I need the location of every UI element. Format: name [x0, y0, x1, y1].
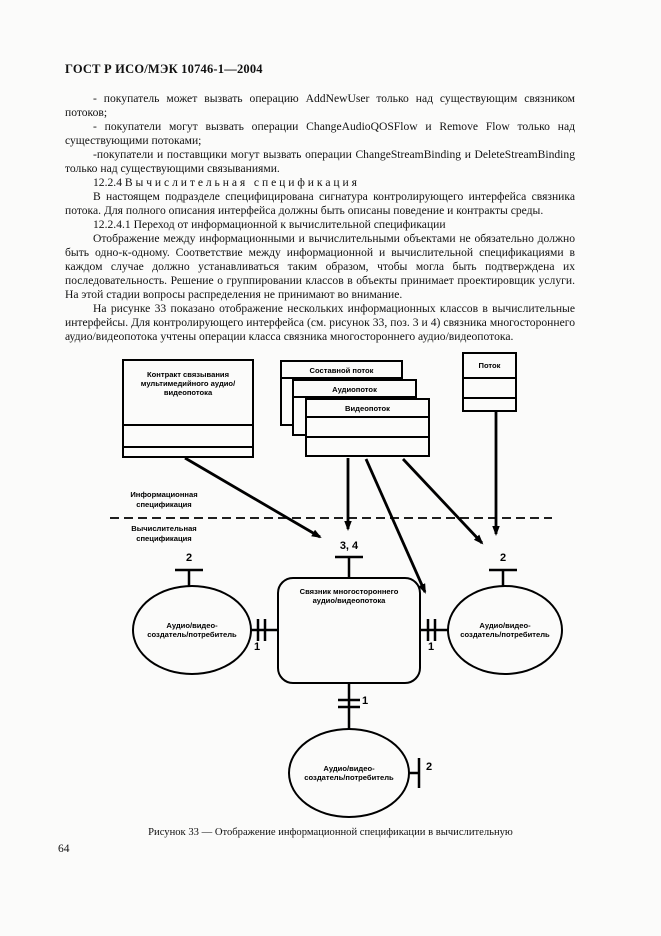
- binder-object: Связник многостороннего аудио/видеопоток…: [277, 577, 421, 684]
- paragraph: - покупатели могут вызвать операции Chan…: [65, 120, 575, 147]
- figure-33: Контракт связывания мультимедийного ауди…: [0, 350, 661, 870]
- class-box-divider: [282, 377, 401, 379]
- interface-label-2-right: 2: [499, 552, 507, 564]
- class-box-divider: [294, 396, 415, 398]
- class-box-divider: [464, 377, 515, 379]
- paragraph: В настоящем подразделе специфицирована с…: [65, 190, 575, 217]
- binder-object-label: Связник многостороннего аудио/видеопоток…: [299, 587, 399, 605]
- class-box-divider: [307, 436, 428, 438]
- arrow-stream-to-consumer: [401, 458, 484, 545]
- class-box-divider: [464, 397, 515, 399]
- interface-label-2-left: 2: [185, 552, 193, 564]
- interface-label-1-bottom: 1: [361, 695, 369, 707]
- actor-ellipse-left-label: Аудио/видео- создатель/потребитель: [147, 621, 237, 639]
- paragraph: На рисунке 33 показано отображение неско…: [65, 302, 575, 343]
- paragraph: -покупатели и поставщики могут вызвать о…: [65, 148, 575, 175]
- figure-caption: Рисунок 33 — Отображение информационной …: [148, 827, 513, 838]
- paragraph: Отображение между информационными и вычи…: [65, 232, 575, 301]
- actor-ellipse-bottom: Аудио/видео- создатель/потребитель: [288, 728, 410, 818]
- interface-label-3-4: 3, 4: [339, 540, 359, 552]
- actor-ellipse-right: Аудио/видео- создатель/потребитель: [447, 585, 563, 675]
- body-text: - покупатель может вызвать операцию AddN…: [65, 92, 575, 344]
- class-box-composite-stream-label: Составной поток: [309, 366, 374, 375]
- interface-label-1-left: 1: [253, 641, 261, 653]
- document-header: ГОСТ Р ИСО/МЭК 10746-1—2004: [65, 62, 263, 76]
- page-number: 64: [58, 843, 70, 855]
- class-box-video-stream: Видеопоток: [305, 398, 430, 457]
- class-box-binding-contract: Контракт связывания мультимедийного ауди…: [122, 359, 254, 458]
- class-box-audio-stream-label: Аудиопоток: [332, 385, 377, 394]
- actor-ellipse-right-label: Аудио/видео- создатель/потребитель: [460, 621, 550, 639]
- interface-label-1-right: 1: [427, 641, 435, 653]
- class-box-stream: Поток: [462, 352, 517, 412]
- interface-label-2-bottom: 2: [425, 761, 433, 773]
- class-box-video-stream-label: Видеопоток: [345, 404, 390, 413]
- paragraph: - покупатель может вызвать операцию AddN…: [65, 92, 575, 119]
- actor-ellipse-left: Аудио/видео- создатель/потребитель: [132, 585, 252, 675]
- arrow-contract-to-binder: [184, 456, 322, 539]
- class-box-divider: [124, 446, 252, 448]
- class-box-binding-contract-label: Контракт связывания мультимедийного ауди…: [140, 370, 236, 397]
- computational-spec-label: Вычислительная спецификация: [131, 524, 197, 543]
- section-heading-12-2-4-1: 12.2.4.1 Переход от информационной к выч…: [93, 218, 446, 231]
- actor-ellipse-bottom-label: Аудио/видео- создатель/потребитель: [304, 764, 394, 782]
- class-box-divider: [307, 416, 428, 418]
- class-box-divider: [124, 424, 252, 426]
- arrow-stream-to-interface: [364, 458, 427, 594]
- section-heading-12-2-4: 12.2.4 В ы ч и с л и т е л ь н а я с п е…: [93, 176, 357, 189]
- information-spec-label: Информационная спецификация: [130, 490, 198, 509]
- class-box-stream-label: Поток: [478, 361, 501, 370]
